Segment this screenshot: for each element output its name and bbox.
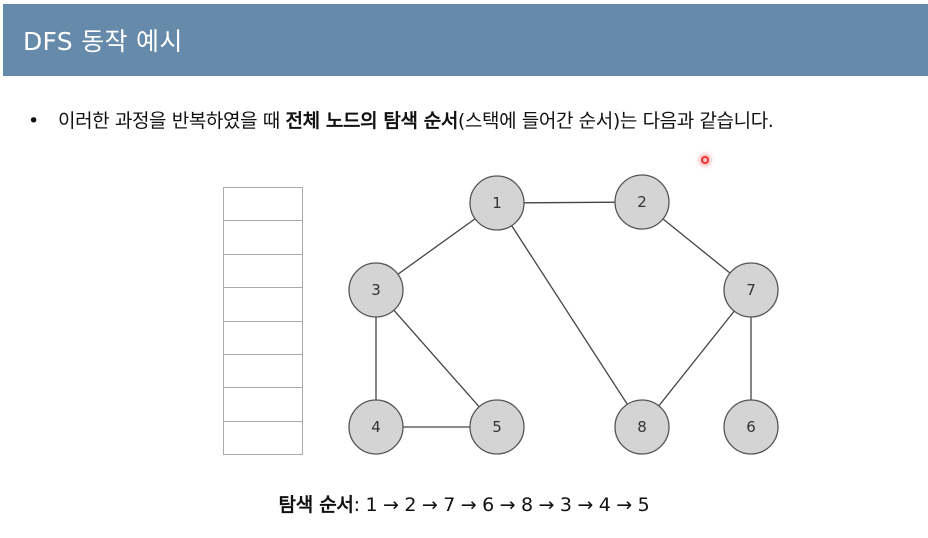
graph-edge-7-8 xyxy=(641,289,752,428)
graph-node-label: 6 xyxy=(746,418,756,436)
bullet-marker: • xyxy=(28,110,39,132)
search-order: 탐색 순서: 1 → 2 → 7 → 6 → 8 → 3 → 4 → 5 xyxy=(0,490,928,517)
bullet-text-after: (스택에 들어간 순서)는 다음과 같습니다. xyxy=(457,110,774,132)
graph-node-6: 6 xyxy=(723,399,779,455)
graph-node-3: 3 xyxy=(348,262,404,318)
search-order-separator: : xyxy=(353,494,366,516)
search-order-sequence: 1 → 2 → 7 → 6 → 8 → 3 → 4 → 5 xyxy=(365,494,650,516)
graph-node-circle xyxy=(348,399,404,455)
laser-pointer-dot xyxy=(701,156,709,164)
graph-node-label: 3 xyxy=(371,281,381,299)
graph-edge-3-5 xyxy=(375,289,498,428)
search-order-label: 탐색 순서 xyxy=(278,494,354,516)
graph-node-5: 5 xyxy=(469,399,525,455)
stack-cell xyxy=(223,188,303,222)
graph-node-label: 1 xyxy=(492,194,502,212)
stack-cell xyxy=(223,321,303,355)
graph-edge-1-8 xyxy=(496,202,643,428)
graph-node-circle xyxy=(469,399,525,455)
graph-node-circle xyxy=(723,262,779,318)
graph-node-circle xyxy=(348,262,404,318)
graph-node-circle xyxy=(614,399,670,455)
graph-node-label: 8 xyxy=(637,418,647,436)
graph-node-7: 7 xyxy=(723,262,779,318)
stack-diagram xyxy=(223,187,303,456)
graph-node-8: 8 xyxy=(614,399,670,455)
graph-node-4: 4 xyxy=(348,399,404,455)
graph-node-1: 1 xyxy=(469,175,525,231)
graph-node-circle xyxy=(469,175,525,231)
graph-node-label: 4 xyxy=(371,418,381,436)
stack-cell xyxy=(223,421,303,456)
slide-title: DFS 동작 예시 xyxy=(23,27,183,56)
graph-node-circle xyxy=(614,174,670,230)
bullet-text-bold: 전체 노드의 탐색 순서 xyxy=(285,110,459,132)
stack-cell xyxy=(223,354,303,389)
graph-node-label: 2 xyxy=(637,193,647,211)
graph-node-circle xyxy=(723,399,779,455)
stack-cell xyxy=(223,254,303,289)
bullet-item: • 이러한 과정을 반복하였을 때 전체 노드의 탐색 순서(스택에 들어간 순서… xyxy=(28,106,923,133)
slide-title-bar: DFS 동작 예시 xyxy=(3,4,928,76)
stack-cell xyxy=(223,221,303,255)
graph-node-2: 2 xyxy=(614,174,670,230)
graph-node-label: 5 xyxy=(492,418,502,436)
stack-cell xyxy=(223,388,303,422)
graph-node-label: 7 xyxy=(746,281,756,299)
stack-cell xyxy=(223,288,303,322)
bullet-text-before: 이러한 과정을 반복하였을 때 xyxy=(58,110,286,132)
